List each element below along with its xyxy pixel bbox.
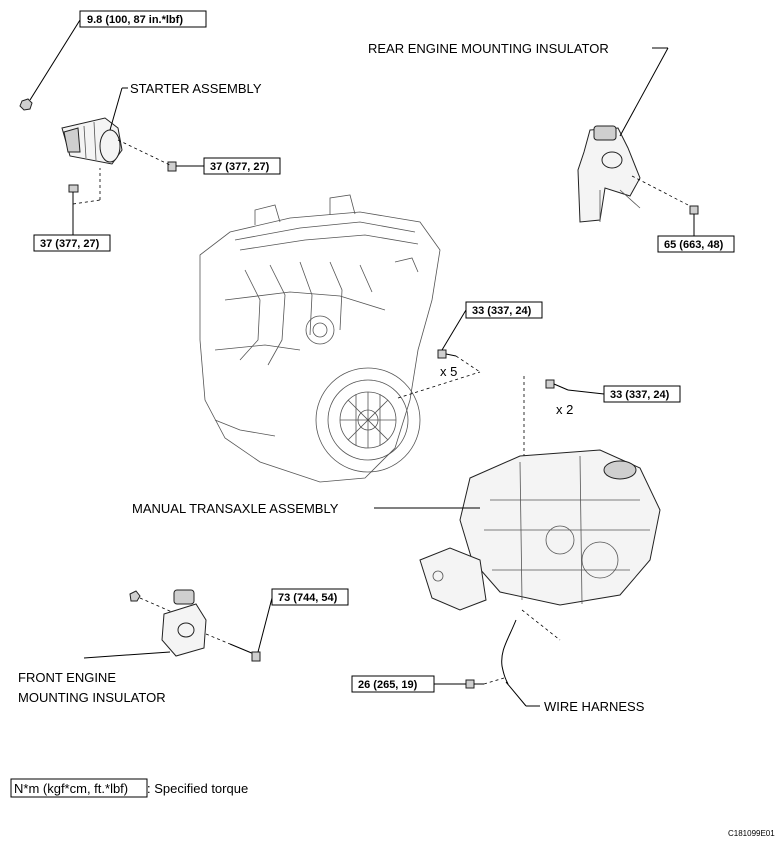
torque-box-starter-bolt-right (203, 157, 281, 175)
legend-description: : Specified torque (147, 781, 248, 796)
torque-engine-bolts: 33 (337, 24) (472, 305, 532, 317)
label-rear-engine-mounting-insulator: REAR ENGINE MOUNTING INSULATOR (368, 41, 609, 56)
rear-engine-mounting-insulator (577, 125, 641, 223)
label-starter-assembly: STARTER ASSEMBLY (130, 81, 262, 96)
torque-starter-bolt-right: 37 (377, 27) (210, 161, 270, 173)
torque-front-mount-bolt: 73 (744, 54) (278, 592, 338, 604)
quantity-transaxle-bolts: x 2 (556, 402, 573, 417)
transaxle-bolt (545, 379, 569, 391)
torque-box-rear-mount (657, 235, 735, 253)
legend-unit-box (10, 778, 148, 798)
quantity-engine-bolts: x 5 (440, 364, 457, 379)
torque-transaxle-bolts: 33 (337, 24) (610, 389, 670, 401)
manual-transaxle-assembly (419, 449, 661, 611)
torque-wire-harness-bolt: 26 (265, 19) (358, 679, 418, 691)
rear-mount-bolt (689, 205, 699, 236)
torque-starter-nut: 9.8 (100, 87 in.*lbf) (87, 14, 183, 26)
wire-harness-bolt (465, 679, 484, 689)
torque-box-front-mount (271, 588, 349, 606)
torque-box-transaxle-bolts (603, 385, 681, 403)
torque-box-starter-nut (79, 10, 207, 28)
engine-bolt (437, 349, 457, 359)
torque-box-starter-bolt-left (33, 234, 111, 252)
front-mount-bolt (229, 643, 261, 662)
figure-id: C181099E01 (728, 829, 775, 838)
label-manual-transaxle-assembly: MANUAL TRANSAXLE ASSEMBLY (132, 501, 339, 516)
starter-assembly (61, 117, 123, 165)
wire-harness (501, 619, 517, 685)
torque-rear-mount-bolt: 65 (663, 48) (664, 239, 724, 251)
starter-nut (19, 98, 33, 111)
engine-illustration (199, 194, 441, 483)
label-front-engine-line1: FRONT ENGINE (18, 670, 116, 685)
torque-box-wire-harness (351, 675, 435, 693)
front-engine-mounting-insulator (161, 589, 207, 657)
legend-unit: N*m (kgf*cm, ft.*lbf) (14, 781, 128, 796)
torque-starter-bolt-left: 37 (377, 27) (40, 238, 100, 250)
starter-bolt-right (167, 161, 186, 172)
front-mount-nut (129, 590, 141, 602)
label-wire-harness: WIRE HARNESS (544, 699, 645, 714)
label-front-engine-line2: MOUNTING INSULATOR (18, 690, 166, 705)
torque-box-engine-bolts (465, 301, 543, 319)
